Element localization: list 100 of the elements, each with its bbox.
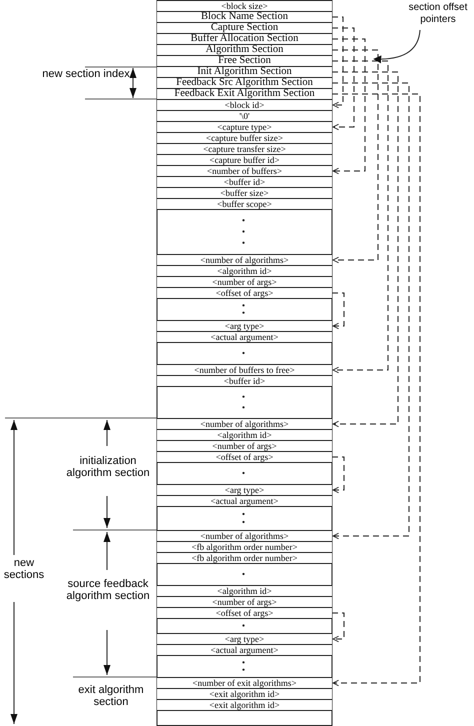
pointer-arrow — [332, 50, 378, 264]
field-label: <number of args> — [212, 441, 277, 451]
memory-field-cell — [157, 633, 332, 645]
field-label: Buffer Allocation Section — [190, 34, 298, 44]
pointer-arrow — [332, 612, 344, 642]
pointer-arrow — [332, 72, 398, 428]
field-label: <capture transfer size> — [203, 144, 286, 154]
pointer-arrow — [332, 456, 344, 494]
field-label: <actual argument> — [210, 332, 278, 342]
field-label: <buffer scope> — [217, 199, 272, 209]
field-label: <number of args> — [212, 597, 277, 607]
memory-field-cell — [157, 198, 332, 210]
field-label: <algorithm id> — [217, 430, 272, 440]
memory-field-cell — [157, 254, 332, 266]
annotation-label: section offset pointers — [408, 2, 468, 26]
field-label: <fb algorithm order number> — [192, 542, 298, 552]
memory-field-cell — [157, 530, 332, 542]
field-label: <buffer id> — [224, 376, 266, 386]
field-label: Capture Section — [210, 23, 278, 33]
field-label: <number of buffers to free> — [194, 365, 295, 375]
memory-field-cell — [157, 77, 332, 89]
section-label: source feedback algorithm section — [65, 578, 151, 602]
memory-field-cell — [157, 176, 332, 188]
memory-field-cell — [157, 132, 332, 144]
memory-field-cell — [157, 375, 332, 387]
field-label: <offset of args> — [216, 288, 274, 298]
memory-field-cell — [157, 11, 332, 23]
memory-field-cell — [157, 699, 332, 711]
memory-field-cell — [157, 688, 332, 700]
section-label: new sections — [2, 557, 46, 581]
memory-field-cell — [157, 495, 332, 507]
field-label: <number of exit algorithms> — [192, 678, 296, 688]
field-label: <offset of args> — [216, 452, 274, 462]
field-label: <actual argument> — [210, 645, 278, 655]
memory-field-cell — [157, 607, 332, 619]
memory-field-cell — [157, 287, 332, 299]
memory-field-cell — [157, 644, 332, 656]
field-label: <arg type> — [224, 634, 264, 644]
memory-field-cell — [157, 596, 332, 608]
memory-field-cell — [157, 276, 332, 288]
memory-field-cell — [157, 265, 332, 277]
section-label: exit algorithm section — [77, 684, 145, 708]
memory-field-cell — [157, 88, 332, 100]
field-label: <number of algorithms> — [200, 531, 289, 541]
field-label: <exit algorithm id> — [209, 700, 280, 710]
field-label: <arg type> — [224, 321, 264, 331]
leader-arrow — [373, 30, 420, 64]
field-label: <offset of args> — [216, 608, 274, 618]
memory-field-cell — [157, 143, 332, 155]
field-label: <capture type> — [217, 122, 272, 132]
memory-field-cell — [157, 44, 332, 56]
memory-field-cell — [157, 99, 332, 111]
memory-field-cell — [157, 110, 332, 122]
memory-field-cell — [157, 66, 332, 78]
field-label: <exit algorithm id> — [209, 689, 280, 699]
memory-field-cell — [157, 418, 332, 430]
field-label: <buffer size> — [220, 188, 269, 198]
field-label: <number of buffers> — [207, 166, 282, 176]
field-label: <algorithm id> — [217, 266, 272, 276]
field-label: Init Algorithm Section — [197, 67, 292, 77]
field-label: Feedback Src Algorithm Section — [176, 78, 313, 88]
field-label: <number of algorithms> — [200, 419, 289, 429]
field-label: <fb algorithm order number> — [192, 553, 298, 563]
field-label: <algorithm id> — [217, 586, 272, 596]
section-label: initialization algorithm section — [65, 455, 151, 479]
memory-field-cell — [157, 429, 332, 441]
pointer-arrow — [332, 38, 366, 174]
memory-field-cell — [157, 552, 332, 564]
field-label: <number of args> — [212, 277, 277, 287]
pointer-arrow — [332, 60, 388, 374]
field-label: Block Name Section — [201, 12, 288, 22]
field-label: <block id> — [224, 100, 264, 110]
pointer-arrow — [332, 82, 410, 540]
memory-field-cell — [157, 55, 332, 67]
memory-field-cell — [157, 187, 332, 199]
memory-field-cell — [157, 585, 332, 597]
field-label: Algorithm Section — [206, 45, 284, 55]
section-label: new section index — [42, 68, 130, 80]
memory-field-cell — [157, 364, 332, 376]
memory-field-cell — [157, 320, 332, 332]
field-label: Feedback Exit Algorithm Section — [174, 89, 315, 99]
field-label: Free Section — [218, 56, 271, 66]
memory-field-cell — [157, 165, 332, 177]
memory-field-cell — [157, 440, 332, 452]
pointer-arrow — [332, 16, 344, 108]
memory-field-cell — [157, 33, 332, 45]
memory-field-cell — [157, 331, 332, 343]
field-label: <arg type> — [224, 485, 264, 495]
pointer-arrow — [332, 292, 344, 330]
memory-field-cell — [157, 121, 332, 133]
pointer-arrow — [332, 94, 420, 686]
field-label: <block size> — [221, 1, 268, 11]
field-label: <buffer id> — [224, 177, 266, 187]
memory-field-cell — [157, 22, 332, 34]
memory-field-cell — [157, 541, 332, 553]
field-label: <number of algorithms> — [200, 255, 289, 265]
field-label: <actual argument> — [210, 496, 278, 506]
pointer-arrow — [332, 28, 354, 130]
field-label: <capture buffer size> — [206, 133, 283, 143]
memory-field-cell — [157, 451, 332, 463]
